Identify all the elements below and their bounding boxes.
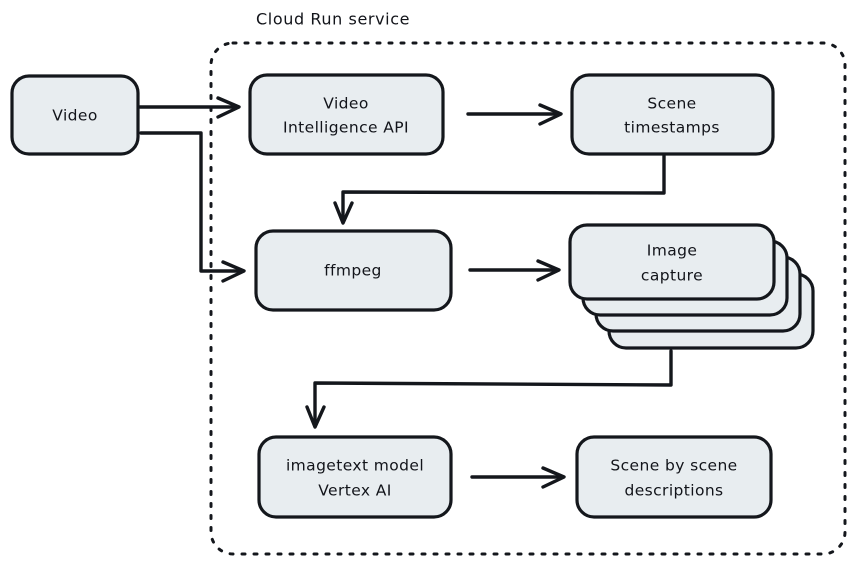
node-image-capture-label-line-2: capture — [641, 267, 703, 285]
node-video-intelligence-api-label-line-2: Intelligence API — [283, 119, 409, 137]
node-imagetext-model-vertex-ai[interactable]: imagetext model Vertex AI — [257, 435, 453, 519]
node-scene-timestamps-label-line-1: Scene — [647, 95, 696, 113]
edge-video-intelligence-api-to-scene-timestamps — [466, 103, 563, 126]
node-scene-timestamps-label-line-2: timestamps — [624, 119, 720, 137]
node-ffmpeg[interactable]: ffmpeg — [254, 229, 453, 312]
node-imagetext-model-vertex-ai-label-line-1: imagetext model — [286, 457, 424, 475]
node-scene-by-scene-descriptions-label-line-1: Scene by scene — [610, 457, 737, 475]
node-scene-by-scene-descriptions-shape — [575, 435, 773, 519]
node-imagetext-model-vertex-ai-label-line-2: Vertex AI — [318, 482, 392, 500]
edge-scene-timestamps-to-ffmpeg — [333, 154, 666, 225]
node-video-intelligence-api-shape — [248, 73, 445, 156]
node-imagetext-model-vertex-ai-shape — [257, 435, 453, 519]
node-image-capture-label-line-1: Image — [647, 242, 698, 260]
node-video-label-line-1: Video — [52, 107, 97, 125]
node-scene-by-scene-descriptions-label-line-2: descriptions — [624, 482, 723, 500]
node-video[interactable]: Video — [10, 74, 140, 156]
node-scene-by-scene-descriptions[interactable]: Scene by scene descriptions — [575, 435, 773, 519]
edge-ffmpeg-to-image-capture — [468, 259, 561, 282]
node-scene-timestamps-shape — [570, 73, 775, 156]
edge-video-to-video-intelligence-api — [138, 96, 241, 119]
node-image-capture[interactable]: Image capture — [568, 223, 815, 350]
node-ffmpeg-shape — [254, 229, 453, 312]
edge-image-capture-to-imagetext-model — [305, 349, 673, 429]
node-scene-timestamps[interactable]: Scene timestamps — [570, 73, 775, 156]
node-video-shape — [10, 74, 140, 156]
boundary-title: Cloud Run service — [256, 10, 410, 29]
node-ffmpeg-label-line-1: ffmpeg — [324, 262, 382, 280]
cloud-run-service-boundary — [209, 41, 847, 556]
node-video-intelligence-api-label-line-1: Video — [323, 95, 368, 113]
edge-imagetext-model-to-scene-by-scene-descriptions — [470, 466, 566, 489]
edge-video-to-ffmpeg — [139, 131, 246, 283]
node-image-capture-stack-layer-1 — [568, 223, 776, 301]
node-video-intelligence-api[interactable]: Video Intelligence API — [248, 73, 445, 156]
